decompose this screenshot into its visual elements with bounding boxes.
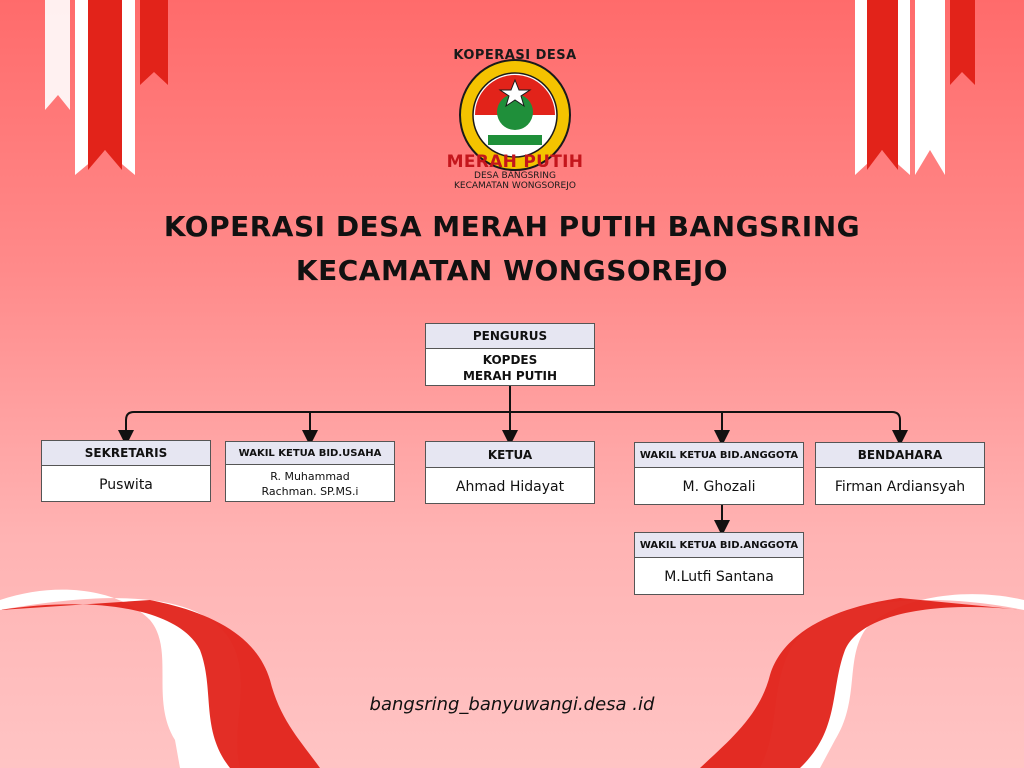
- logo-village: DESA BANGSRING: [474, 171, 556, 181]
- node-bendahara: BENDAHARA Firman Ardiansyah: [815, 442, 985, 505]
- node-role: WAKIL KETUA BID.ANGGOTA: [635, 533, 803, 558]
- logo-top-text: KOPERASI DESA: [453, 48, 577, 63]
- page-title-line1: KOPERASI DESA MERAH PUTIH BANGSRING: [163, 210, 861, 243]
- footer-website: bangsring_banyuwangi.desa .id: [369, 694, 655, 715]
- node-pengurus-line2: MERAH PUTIH: [462, 369, 558, 383]
- node-wakil-ketua-anggota-1: WAKIL KETUA BID.ANGGOTA M. Ghozali: [634, 442, 804, 505]
- node-pengurus-line1: KOPDES: [482, 353, 538, 367]
- node-pengurus-header: PENGURUS: [426, 324, 594, 349]
- page-title-line2: KECAMATAN WONGSOREJO: [295, 254, 729, 287]
- node-role: BENDAHARA: [816, 443, 984, 468]
- node-person: Ahmad Hidayat: [455, 478, 565, 495]
- node-role: SEKRETARIS: [42, 441, 210, 466]
- node-person-line2: Rachman. SP.MS.i: [261, 485, 359, 498]
- node-wakil-ketua-usaha: WAKIL KETUA BID.USAHA R. Muhammad Rachma…: [225, 441, 395, 502]
- node-person-line1: R. Muhammad: [270, 470, 350, 483]
- node-sekretaris: SEKRETARIS Puswita: [41, 440, 211, 502]
- node-ketua: KETUA Ahmad Hidayat: [425, 441, 595, 504]
- node-pengurus: PENGURUS KOPDES MERAH PUTIH: [425, 323, 595, 386]
- logo-district: KECAMATAN WONGSOREJO: [454, 181, 576, 191]
- node-role: WAKIL KETUA BID.ANGGOTA: [635, 443, 803, 468]
- logo-name: MERAH PUTIH: [446, 152, 584, 172]
- node-person: Firman Ardiansyah: [834, 479, 966, 495]
- node-role: KETUA: [426, 442, 594, 468]
- node-person: Puswita: [99, 476, 153, 493]
- cooperative-logo-icon: [459, 59, 571, 171]
- node-wakil-ketua-anggota-2: WAKIL KETUA BID.ANGGOTA M.Lutfi Santana: [634, 532, 804, 595]
- node-role: WAKIL KETUA BID.USAHA: [226, 442, 394, 465]
- node-person: M. Ghozali: [682, 479, 756, 495]
- node-person: M.Lutfi Santana: [664, 569, 774, 585]
